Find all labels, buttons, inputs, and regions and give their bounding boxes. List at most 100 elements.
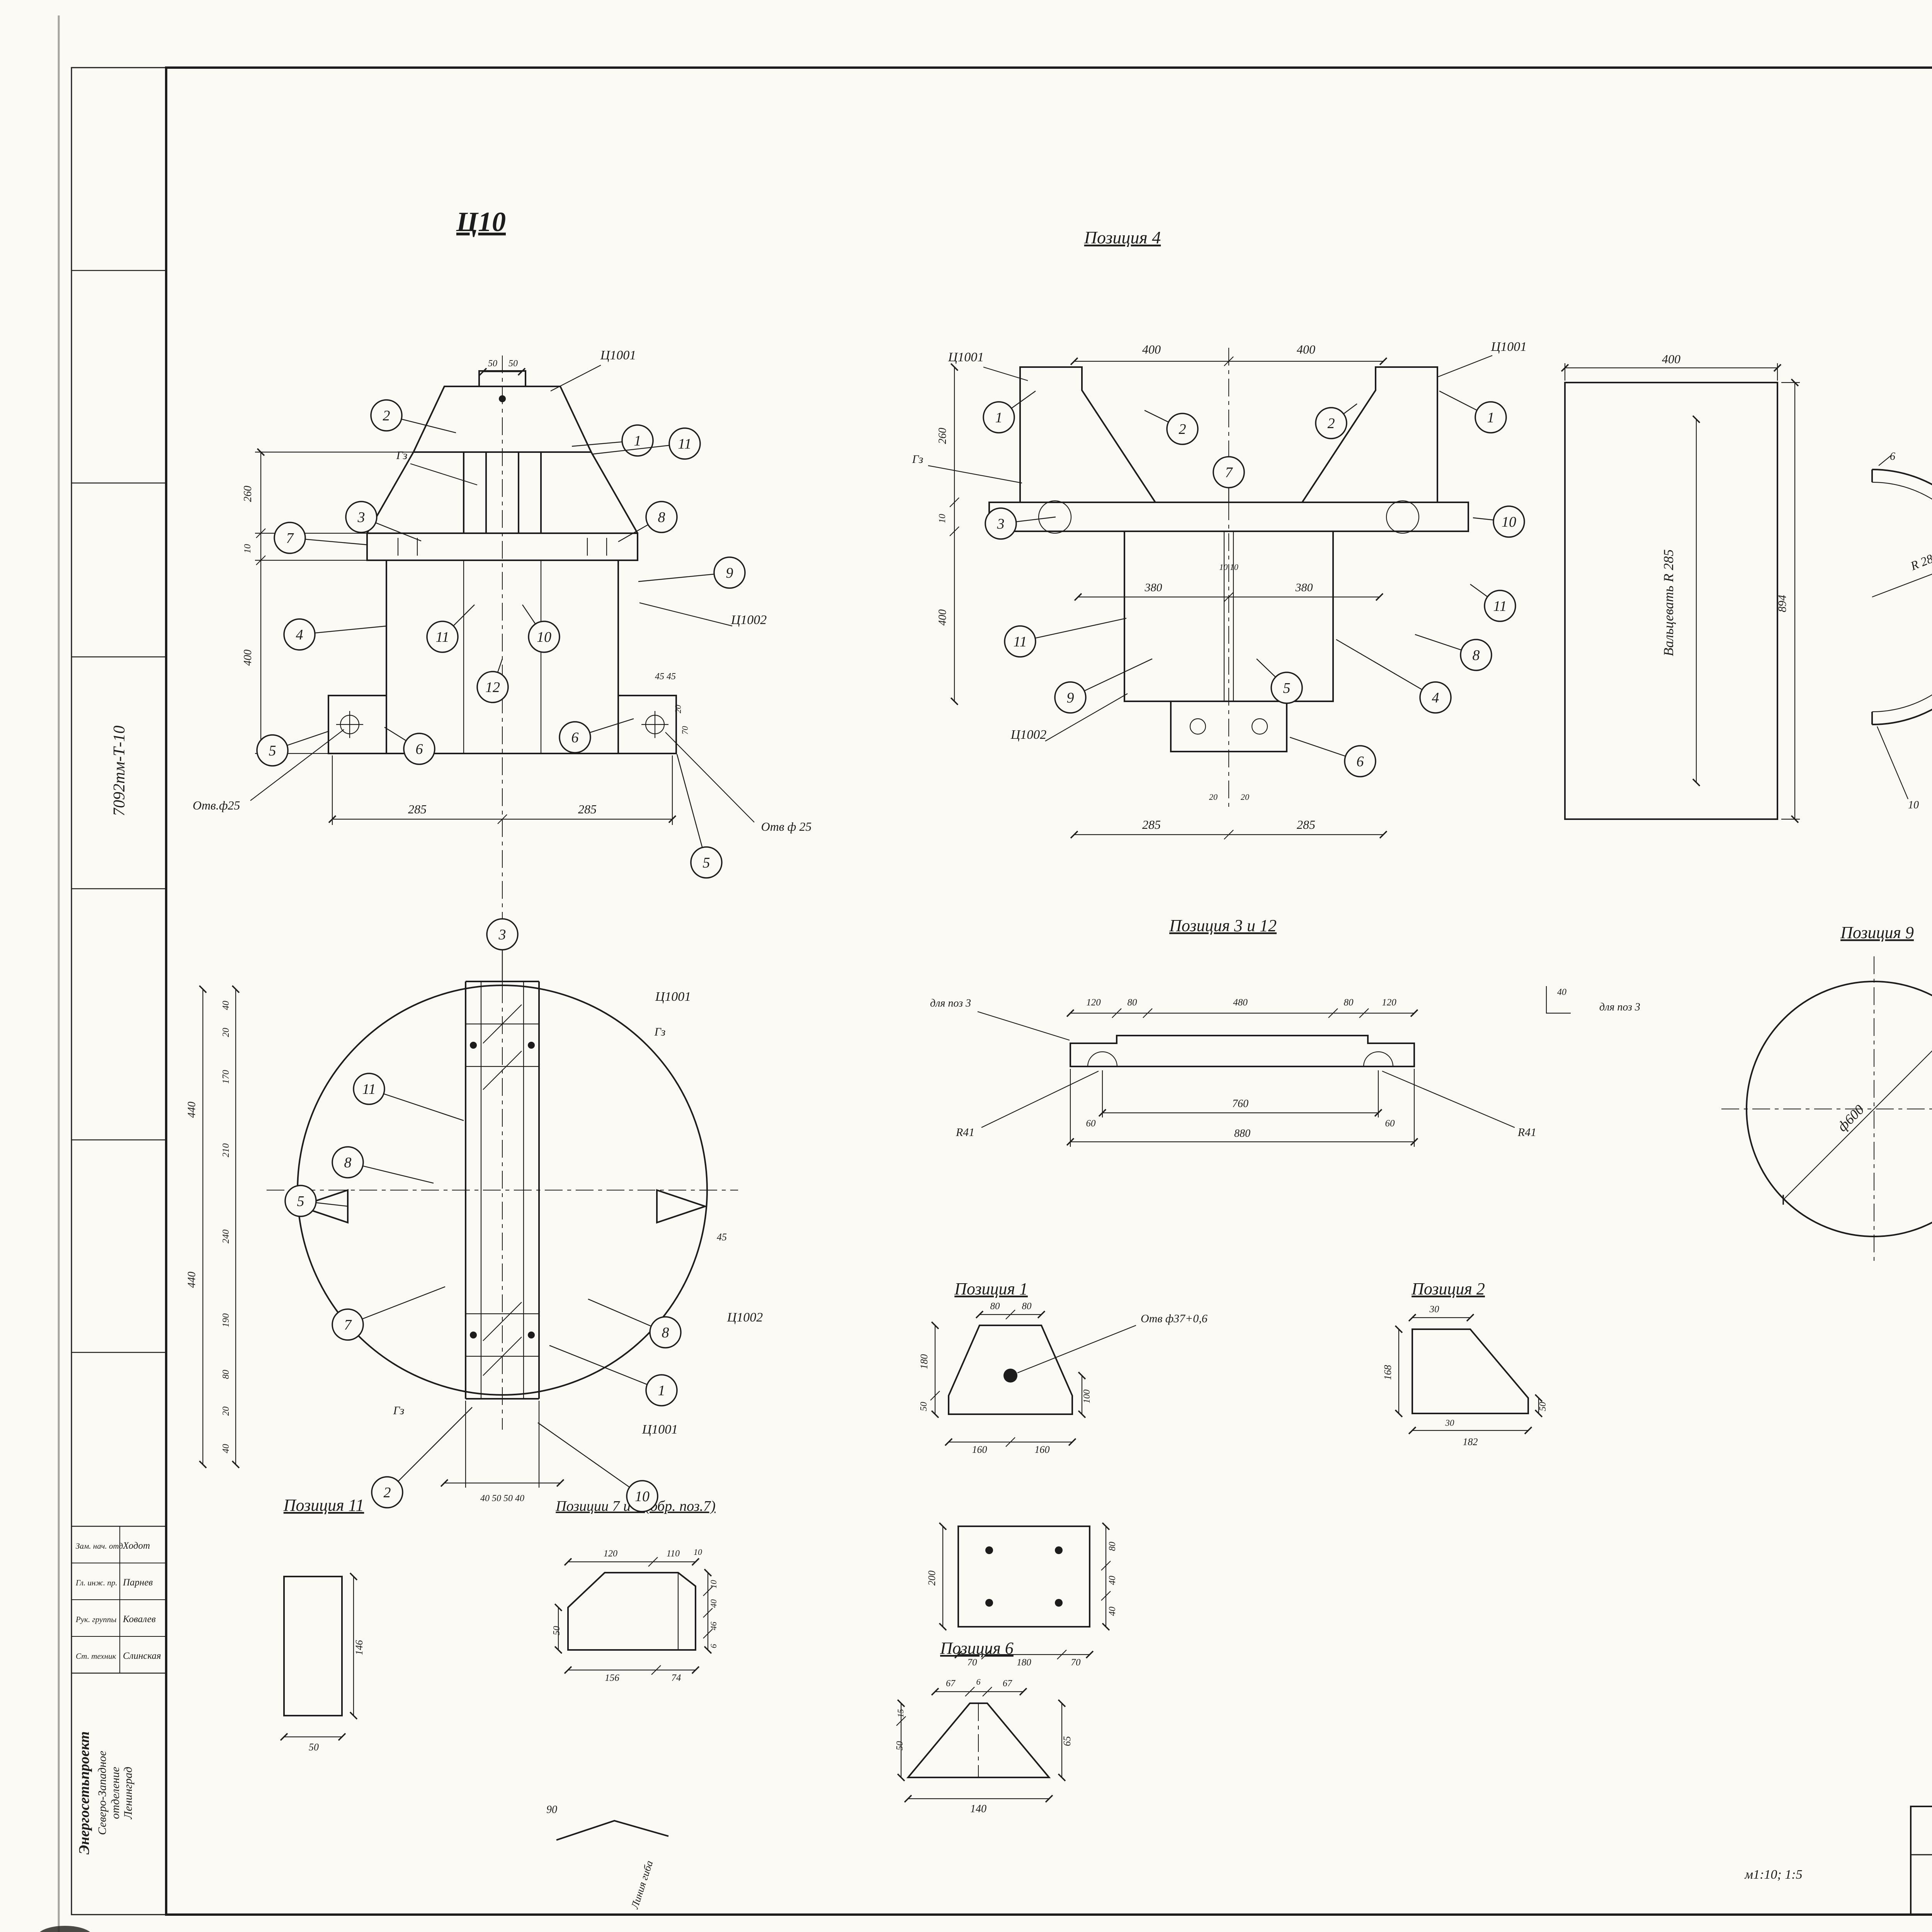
- drawing-label: 168: [1382, 1365, 1393, 1380]
- balloon-number: 10: [537, 629, 551, 645]
- drawing-label: R 285: [1908, 549, 1932, 573]
- position-balloon: [1054, 681, 1087, 714]
- drawing-label: 40: [1107, 1607, 1117, 1616]
- title-block: ТК1974МеталлоконструкцииОголовок Ц10Сери…: [1744, 1806, 1932, 1915]
- balloon-number: 11: [1493, 598, 1507, 614]
- drawing-label: Позиция 3 и 12: [1169, 916, 1277, 935]
- drawing-label: 50: [509, 359, 518, 369]
- balloon-number: 8: [1473, 647, 1480, 663]
- balloon-number: 4: [1432, 690, 1439, 706]
- drawing-label: 50: [488, 359, 497, 369]
- drawing-label: 140: [970, 1803, 986, 1815]
- drawing-label: 40 50 50 40: [480, 1493, 524, 1503]
- drawing-label: 880: [1234, 1128, 1250, 1139]
- drawing-label: Отв ф 25: [761, 820, 812, 833]
- balloon-number: 6: [416, 741, 423, 757]
- drawing-label: 10: [694, 1547, 702, 1557]
- drawing-label: 40: [1557, 987, 1566, 997]
- position-balloon: [1493, 505, 1525, 538]
- drawing-label: R41: [1517, 1126, 1536, 1139]
- drawing-label: 380: [1145, 581, 1162, 594]
- drawing-label: Ц1001: [642, 1422, 678, 1437]
- position-balloon: [353, 1073, 385, 1105]
- balloon-number: 1: [658, 1383, 665, 1399]
- balloon-number: 9: [1067, 690, 1074, 706]
- signature-name: Ковалев: [122, 1614, 156, 1624]
- drawing-label: 10: [243, 544, 253, 553]
- position-balloon: [332, 1146, 364, 1179]
- view-position-2-drawing: [1395, 1313, 1543, 1435]
- drawing-label: 80: [1344, 997, 1354, 1008]
- scale-note: м1:10; 1:5: [1744, 1867, 1802, 1882]
- position-balloon: [645, 1374, 678, 1406]
- drawing-label: 440: [186, 1272, 198, 1288]
- position-balloon: [985, 507, 1017, 540]
- drawing-label: 120: [604, 1549, 617, 1559]
- drawing-label: 20: [1241, 792, 1249, 802]
- position-balloon: [284, 1185, 317, 1217]
- drawing-label: 440: [186, 1102, 198, 1118]
- role-title: Гл. инж. пр.: [75, 1578, 117, 1587]
- view-rolled-plate: [1561, 363, 1932, 823]
- position-balloon: [283, 618, 316, 651]
- position-balloon: [371, 1476, 403, 1509]
- balloon-number: 10: [1502, 514, 1516, 530]
- drawing-label: Ц10: [456, 206, 506, 237]
- org-name: Северо-Западное: [96, 1751, 109, 1835]
- drawing-label: 146: [354, 1640, 365, 1655]
- drawing-label: 90: [546, 1804, 557, 1816]
- balloon-number: 2: [1179, 421, 1186, 437]
- drawing-label: 182: [1463, 1436, 1478, 1447]
- drawing-label: ф600: [1834, 1102, 1867, 1134]
- drawing-label: 100: [1082, 1389, 1092, 1403]
- drawing-label: 760: [1232, 1098, 1248, 1110]
- balloon-number: 12: [485, 679, 500, 696]
- balloon-number: 11: [1013, 634, 1027, 650]
- drawing-label: 30: [1445, 1418, 1455, 1428]
- balloon-number: 6: [571, 730, 579, 746]
- drawing-label: 80: [221, 1370, 231, 1379]
- drawing-label: Гз: [912, 453, 923, 466]
- signature-name: Парнев: [122, 1577, 153, 1588]
- balloon-number: 3: [997, 516, 1005, 532]
- drawing-label: 70: [968, 1657, 978, 1668]
- position-balloon: [476, 671, 509, 703]
- drawing-label: Гз: [393, 1404, 405, 1417]
- position-balloon: [1460, 639, 1492, 671]
- position-balloon: [1315, 407, 1347, 439]
- org-name: Энергосетьпроект: [76, 1731, 92, 1855]
- drawing-label: 30: [1429, 1304, 1440, 1315]
- drawing-label: Ц1001: [600, 348, 636, 362]
- drawing-label: 400: [242, 650, 254, 666]
- drawing-label: 80: [1022, 1301, 1032, 1311]
- drawing-label: 894: [1776, 595, 1789, 612]
- position-balloon: [256, 734, 289, 767]
- balloon-number: 2: [384, 1485, 391, 1501]
- position-balloon: [274, 522, 306, 554]
- org-name: Ленинград: [122, 1767, 134, 1819]
- drawing-label: 190: [221, 1313, 231, 1327]
- drawing-label: 10: [937, 514, 947, 523]
- drawing-label: 70: [680, 726, 690, 735]
- role-title: Рук. группы: [75, 1615, 116, 1624]
- position-balloon: [713, 556, 746, 589]
- position-balloon: [983, 401, 1015, 434]
- view-position-3-12-drawing: [977, 986, 1571, 1147]
- drawing-label: 65: [1061, 1736, 1073, 1746]
- balloon-number: 8: [658, 509, 665, 526]
- position-balloon: [1213, 456, 1245, 488]
- scan-artifact: [39, 1926, 90, 1932]
- view-position-11-drawing: [280, 1572, 358, 1741]
- drawing-label: 400: [937, 609, 949, 626]
- drawing-label: Позиция 2: [1411, 1279, 1485, 1298]
- drawing-label: Ц1001: [948, 350, 984, 364]
- drawing-label: Ц1002: [1010, 728, 1047, 742]
- drawing-label: 60: [1385, 1118, 1395, 1129]
- balloon-number: 7: [344, 1317, 352, 1333]
- position-balloon: [1419, 681, 1452, 714]
